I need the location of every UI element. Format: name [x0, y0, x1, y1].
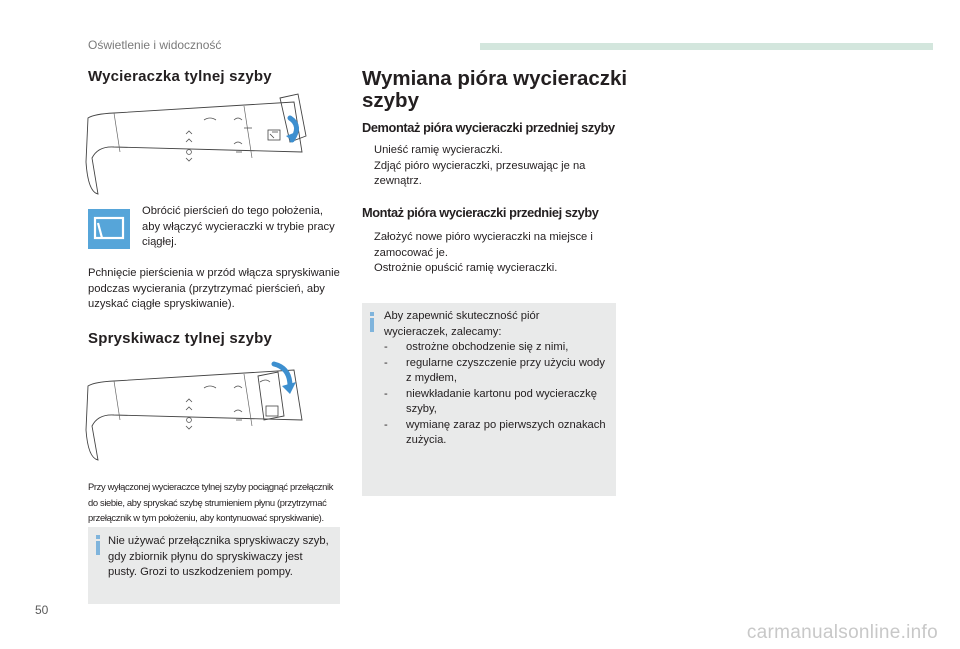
watermark: carmanualsonline.info — [746, 622, 938, 643]
blade-care-list: -ostrożne obchodzenie się z nimi, -regul… — [380, 340, 612, 449]
washer-stalk-illustration — [85, 361, 303, 461]
pump-warning-text: Nie używać przełącznika spryskiwaczy szy… — [108, 535, 329, 578]
rear-wiper-continuous-icon — [88, 209, 130, 249]
fitting-steps: Założyć nowe pióro wycieraczki na miejsc… — [362, 230, 618, 277]
blade-replacement-heading: Wymiana pióra wycieraczki szyby — [362, 67, 628, 112]
list-item: -wymianę zaraz po pierwszych oznakach zu… — [384, 418, 606, 447]
list-item: -niewkładanie kartonu pod wycieraczkę sz… — [384, 387, 597, 416]
list-item: Założyć nowe pióro wycieraczki na miejsc… — [374, 231, 593, 259]
removal-heading: Demontaż pióra wycieraczki przedniej szy… — [362, 120, 615, 135]
header-accent-bar — [480, 43, 933, 50]
list-item: Unieść ramię wycieraczki. — [374, 144, 503, 156]
info-icon — [96, 535, 100, 555]
pump-warning-note: Nie używać przełącznika spryskiwaczy szy… — [88, 527, 340, 604]
page-number: 50 — [35, 603, 49, 617]
blade-care-note: Aby zapewnić skuteczność piór wycieracze… — [362, 303, 616, 496]
list-item: -ostrożne obchodzenie się z nimi, — [384, 341, 569, 353]
info-icon — [370, 312, 374, 332]
rear-wiper-heading: Wycieraczka tylnej szyby — [88, 68, 272, 85]
header-section-title: Oświetlenie i widoczność — [88, 38, 222, 52]
list-item: -regularne czyszczenie przy użyciu wody … — [384, 356, 605, 385]
rear-washer-caption: Przy wyłączonej wycieraczce tylnej szyby… — [88, 481, 334, 524]
list-item: Ostrożnie opuścić ramię wycieraczki. — [374, 262, 558, 274]
fitting-heading: Montaż pióra wycieraczki przedniej szyby — [362, 205, 599, 220]
blade-care-intro: Aby zapewnić skuteczność piór wycieracze… — [384, 310, 540, 338]
rear-washer-heading: Spryskiwacz tylnej szyby — [88, 330, 273, 347]
rear-wiper-icon-text: Obrócić pierścień do tego położenia, aby… — [142, 205, 335, 248]
list-item: Zdjąć pióro wycieraczki, przesuwając je … — [374, 159, 586, 188]
wiper-stalk-illustration — [85, 93, 307, 195]
removal-steps: Unieść ramię wycieraczki. Zdjąć pióro wy… — [362, 143, 618, 190]
rear-wiper-paragraph: Pchnięcie pierścienia w przód włącza spr… — [88, 267, 340, 310]
